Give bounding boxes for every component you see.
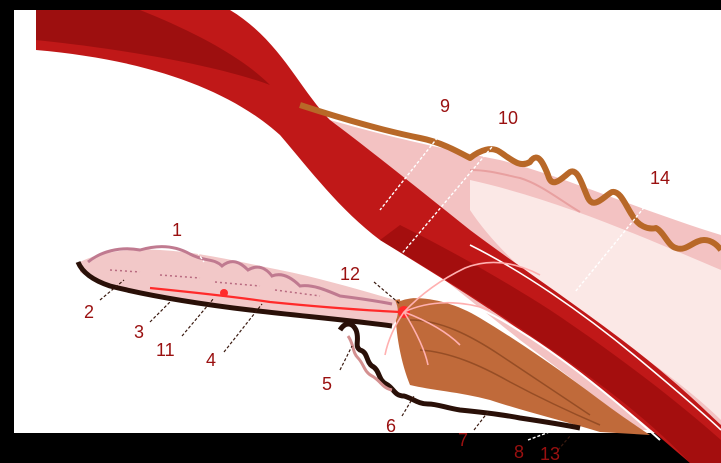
label-12: 12: [340, 264, 360, 284]
label-10: 10: [498, 108, 518, 128]
label-13: 13: [540, 444, 560, 463]
label-9: 9: [440, 96, 450, 116]
label-8: 8: [514, 442, 524, 462]
label-14: 14: [650, 168, 670, 188]
label-5: 5: [322, 374, 332, 394]
label-3: 3: [134, 322, 144, 342]
label-6: 6: [386, 416, 396, 436]
label-7: 7: [458, 430, 468, 450]
label-4: 4: [206, 350, 216, 370]
label-11: 11: [156, 340, 175, 360]
iris-vessel-node: [220, 289, 228, 297]
label-1: 1: [172, 220, 182, 240]
label-2: 2: [84, 302, 94, 322]
